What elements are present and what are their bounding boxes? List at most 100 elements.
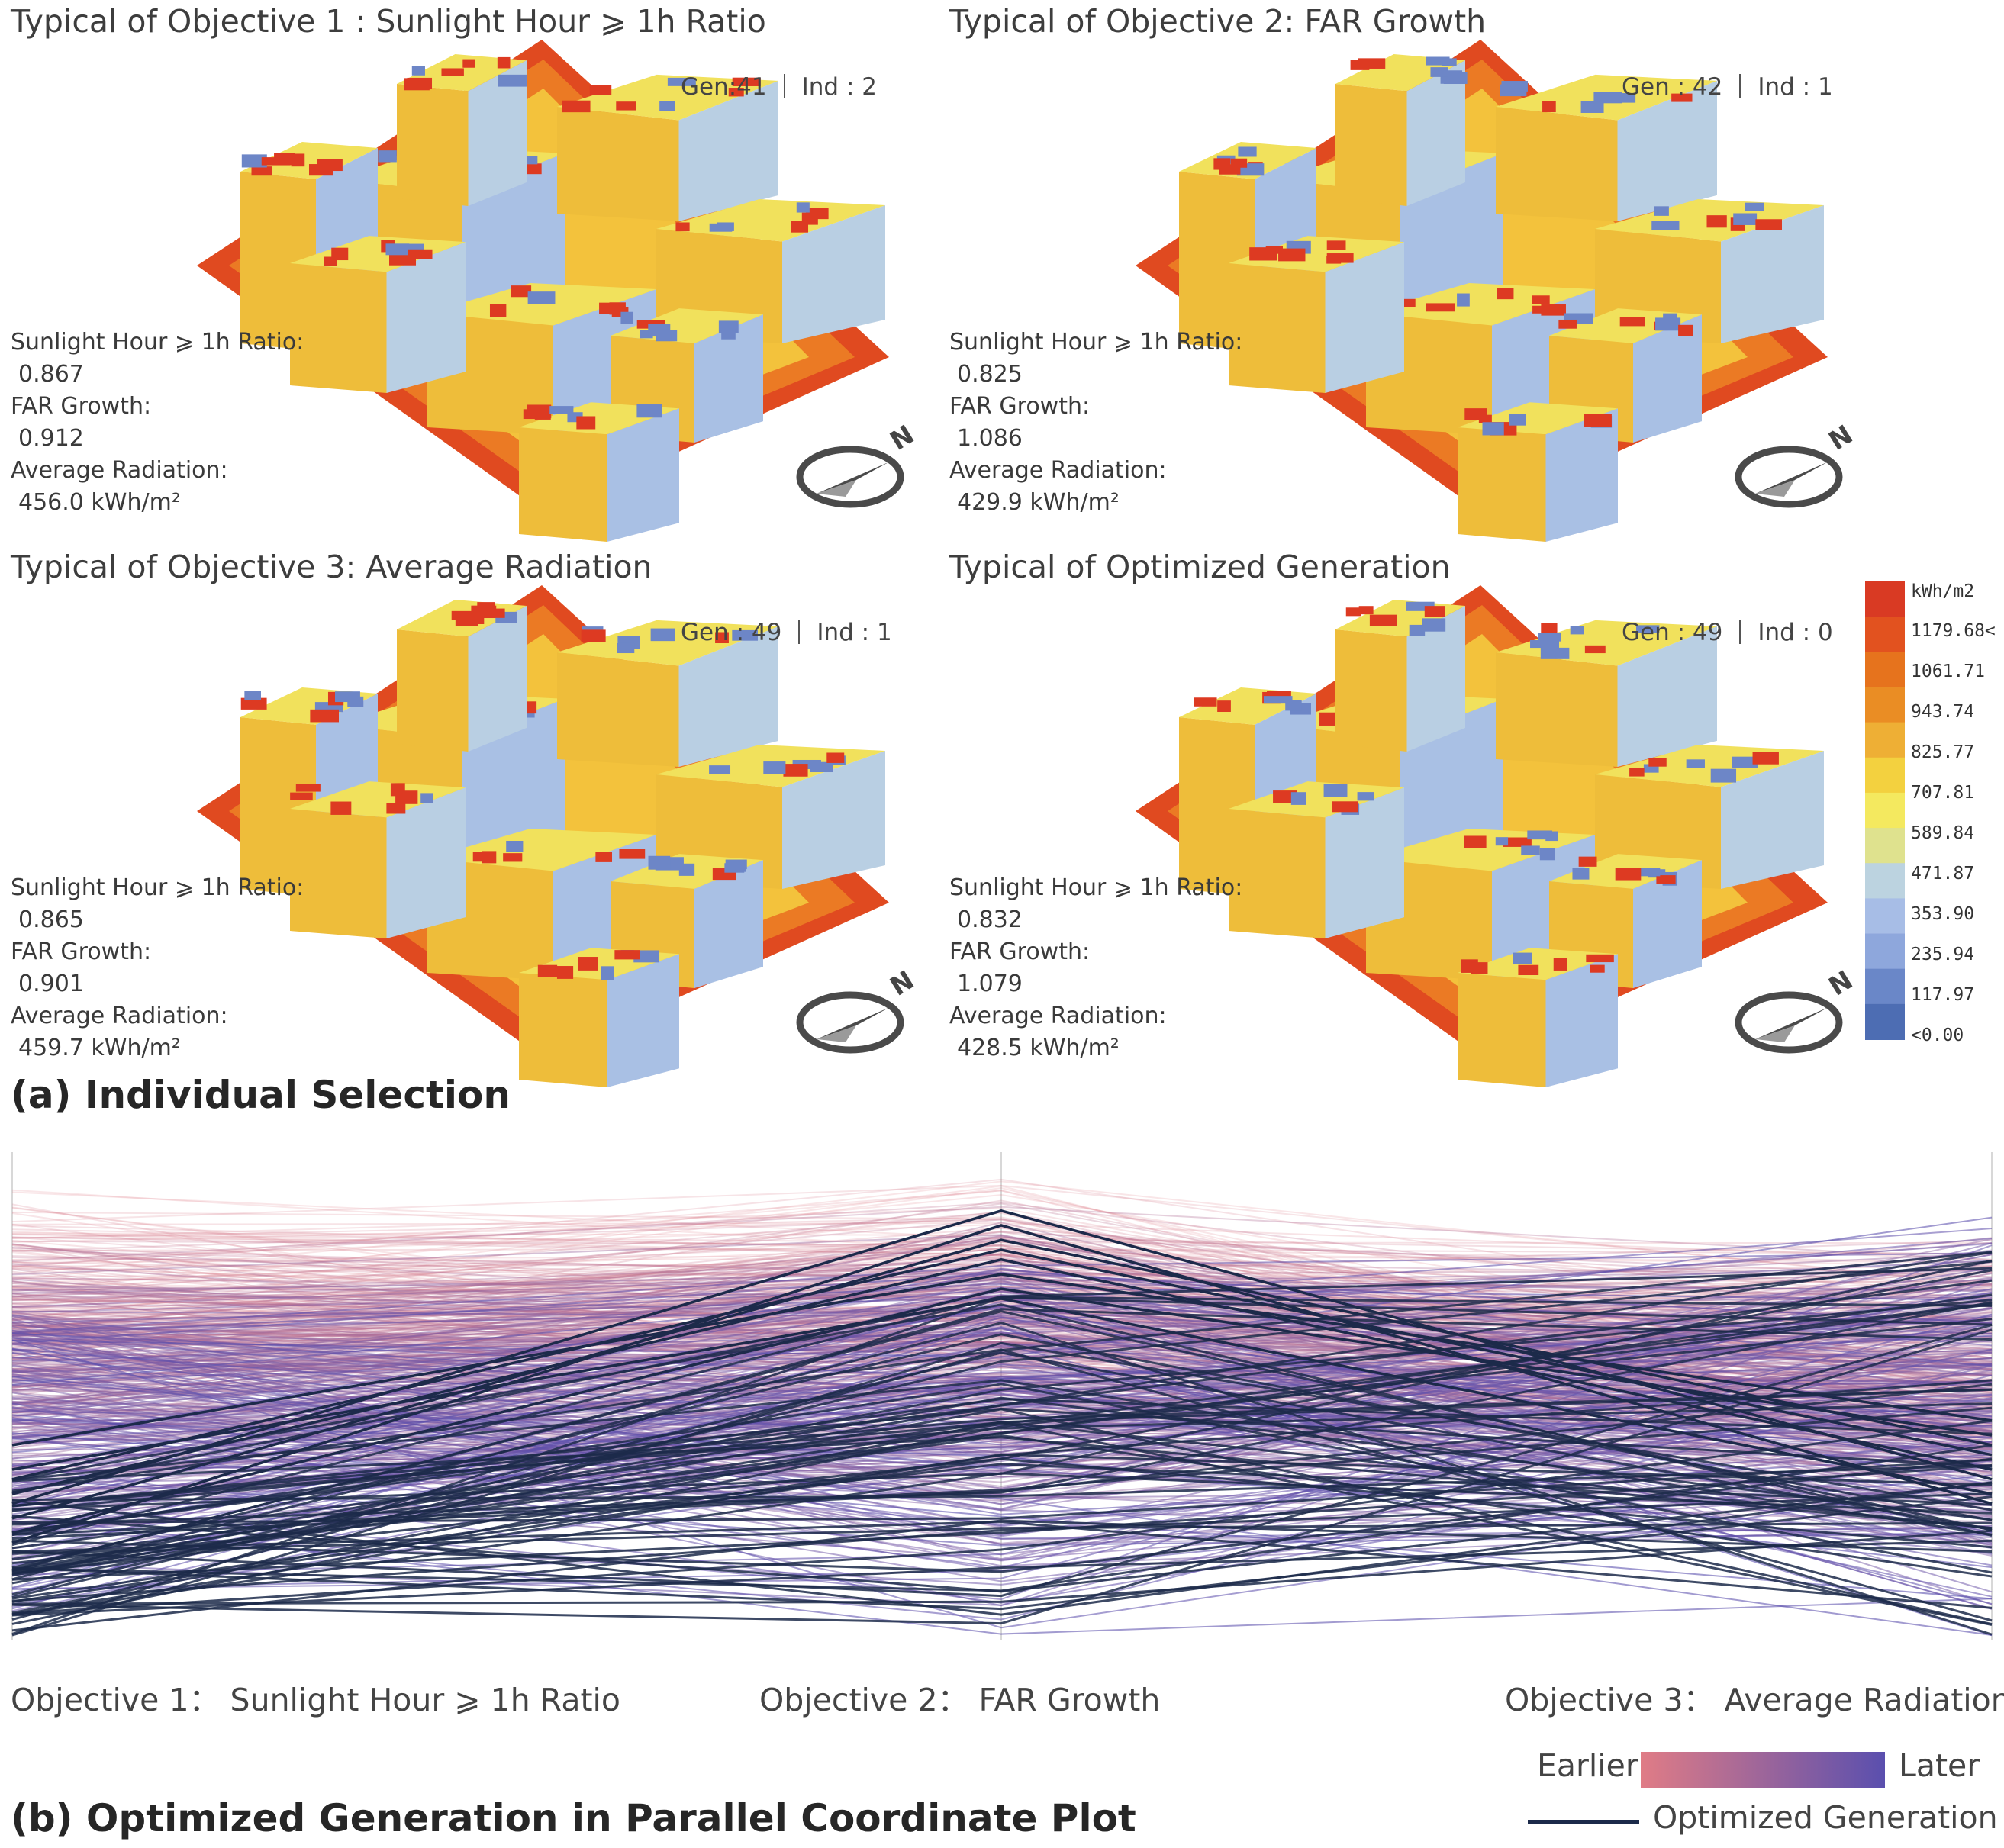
radiation-value: 428.5 kWh/m²	[957, 1035, 1120, 1061]
pcp-generation-line	[11, 1254, 1993, 1321]
objective-stats: Sunlight Hour ⩾ 1h Ratio: 0.867 FAR Grow…	[11, 327, 304, 519]
building-side-face	[607, 408, 679, 542]
building-side-face	[1406, 606, 1465, 752]
pcp-generation-line	[11, 1237, 1993, 1287]
roof-step	[1495, 837, 1509, 846]
roof-step	[1706, 215, 1727, 228]
compass-needle-shade	[817, 1025, 856, 1042]
roof-step	[310, 709, 340, 723]
roof-step	[1357, 792, 1375, 801]
roof-step	[390, 783, 405, 797]
roof-step	[441, 68, 464, 76]
building-front-face	[1229, 809, 1326, 938]
legend-optimized-label: Optimized Generation	[1653, 1799, 1998, 1836]
building-front-face	[397, 84, 469, 206]
far-label: FAR Growth:	[949, 393, 1091, 420]
color-scale-swatch	[1865, 581, 1905, 618]
roof-step	[1319, 712, 1338, 726]
roof-step	[1586, 954, 1614, 963]
radiation-label: Average Radiation:	[949, 1003, 1167, 1029]
roof-step	[1539, 848, 1555, 861]
pcp-generation-line	[11, 1202, 1993, 1324]
panel-title: Typical of Optimized Generation	[949, 549, 1451, 585]
building-front-face	[1458, 973, 1546, 1087]
pcp-generation-line	[11, 1260, 1993, 1325]
roof-step	[1553, 958, 1567, 971]
radiation-legend-unit: kWh/m2	[1911, 581, 1975, 601]
roof-step	[1278, 248, 1306, 262]
generation-label: Gen:41	[681, 73, 767, 101]
roof-step	[1538, 633, 1561, 642]
pcp-generation-line	[11, 1278, 1993, 1372]
pcp-generation-line	[11, 1272, 1993, 1344]
sunlight-label: Sunlight Hour ⩾ 1h Ratio:	[949, 874, 1243, 901]
pcp-optimized-line	[11, 1333, 1993, 1570]
pcp-generation-line	[11, 1316, 1993, 1598]
roof-step	[667, 77, 696, 86]
building-side-face	[1633, 314, 1702, 443]
color-scale-swatch	[1865, 687, 1905, 723]
roof-step	[1263, 696, 1293, 704]
roof-step	[290, 792, 313, 800]
building-side-face	[1406, 60, 1465, 206]
roof-step	[1635, 625, 1660, 633]
building-side-face	[607, 954, 679, 1087]
pcp-generation-line	[11, 1235, 1993, 1454]
roof-step	[805, 208, 829, 220]
compass-needle-shade	[1755, 1025, 1795, 1042]
building-side-face	[386, 787, 466, 938]
pcp-generation-line	[11, 1261, 1993, 1434]
building-side-face	[678, 80, 778, 222]
roof-step	[330, 801, 352, 815]
building-side-face	[1721, 751, 1824, 889]
far-value: 0.912	[18, 425, 84, 452]
roof-step	[1358, 606, 1374, 615]
roof-step	[1409, 624, 1426, 636]
roof-step	[556, 966, 574, 979]
pcp-generation-line	[11, 1262, 1993, 1315]
pcp-generation-line	[11, 1216, 1993, 1394]
building-panel: N Typical of Optimized Generation Gen : …	[939, 546, 1877, 1087]
compass-ring	[796, 991, 904, 1054]
pcp-generation-line	[11, 1282, 1993, 1331]
pcp-generation-line	[11, 1334, 1993, 1438]
pcp-generation-line	[11, 1347, 1993, 1536]
radiation-legend-tick: 235.94	[1911, 945, 1975, 964]
roof-step	[1369, 614, 1397, 626]
roof-step	[1530, 639, 1559, 649]
compass-north-label: N	[1824, 420, 1858, 457]
roof-step	[511, 285, 532, 298]
roof-step	[462, 59, 475, 68]
roof-step	[241, 154, 267, 168]
roof-step	[498, 74, 527, 87]
pcp-optimized-line	[11, 1529, 1993, 1605]
roof-step	[1584, 414, 1612, 427]
radiation-value: 429.9 kWh/m²	[957, 489, 1120, 516]
roof-step	[1710, 768, 1737, 783]
roof-step	[589, 85, 612, 95]
color-scale-swatch	[1865, 617, 1905, 653]
roof-step	[1345, 607, 1361, 617]
roof-step	[408, 249, 433, 259]
roof-step	[732, 629, 758, 641]
roof-step	[1426, 56, 1450, 66]
radiation-legend-tick: 589.84	[1911, 823, 1975, 843]
roof-step	[1521, 845, 1540, 855]
pcp-generation-line	[11, 1249, 1993, 1466]
roof-step	[527, 291, 556, 304]
roof-step	[617, 642, 635, 654]
roof-step	[1541, 304, 1566, 316]
roof-step	[1424, 606, 1445, 617]
roof-step	[1615, 868, 1642, 881]
roof-step	[810, 761, 833, 773]
roof-step	[549, 406, 574, 414]
roof-step	[1733, 213, 1758, 225]
pcp-generation-line	[11, 1294, 1993, 1446]
building-massing-render: N	[197, 585, 920, 1087]
roof-step	[1219, 164, 1241, 175]
individual-label: Ind : 1	[817, 619, 892, 646]
building-panel: N Typical of Objective 1 : Sunlight Hour…	[0, 0, 939, 542]
pcp-generation-line	[11, 1216, 1993, 1358]
sunlight-value: 0.832	[957, 906, 1023, 933]
